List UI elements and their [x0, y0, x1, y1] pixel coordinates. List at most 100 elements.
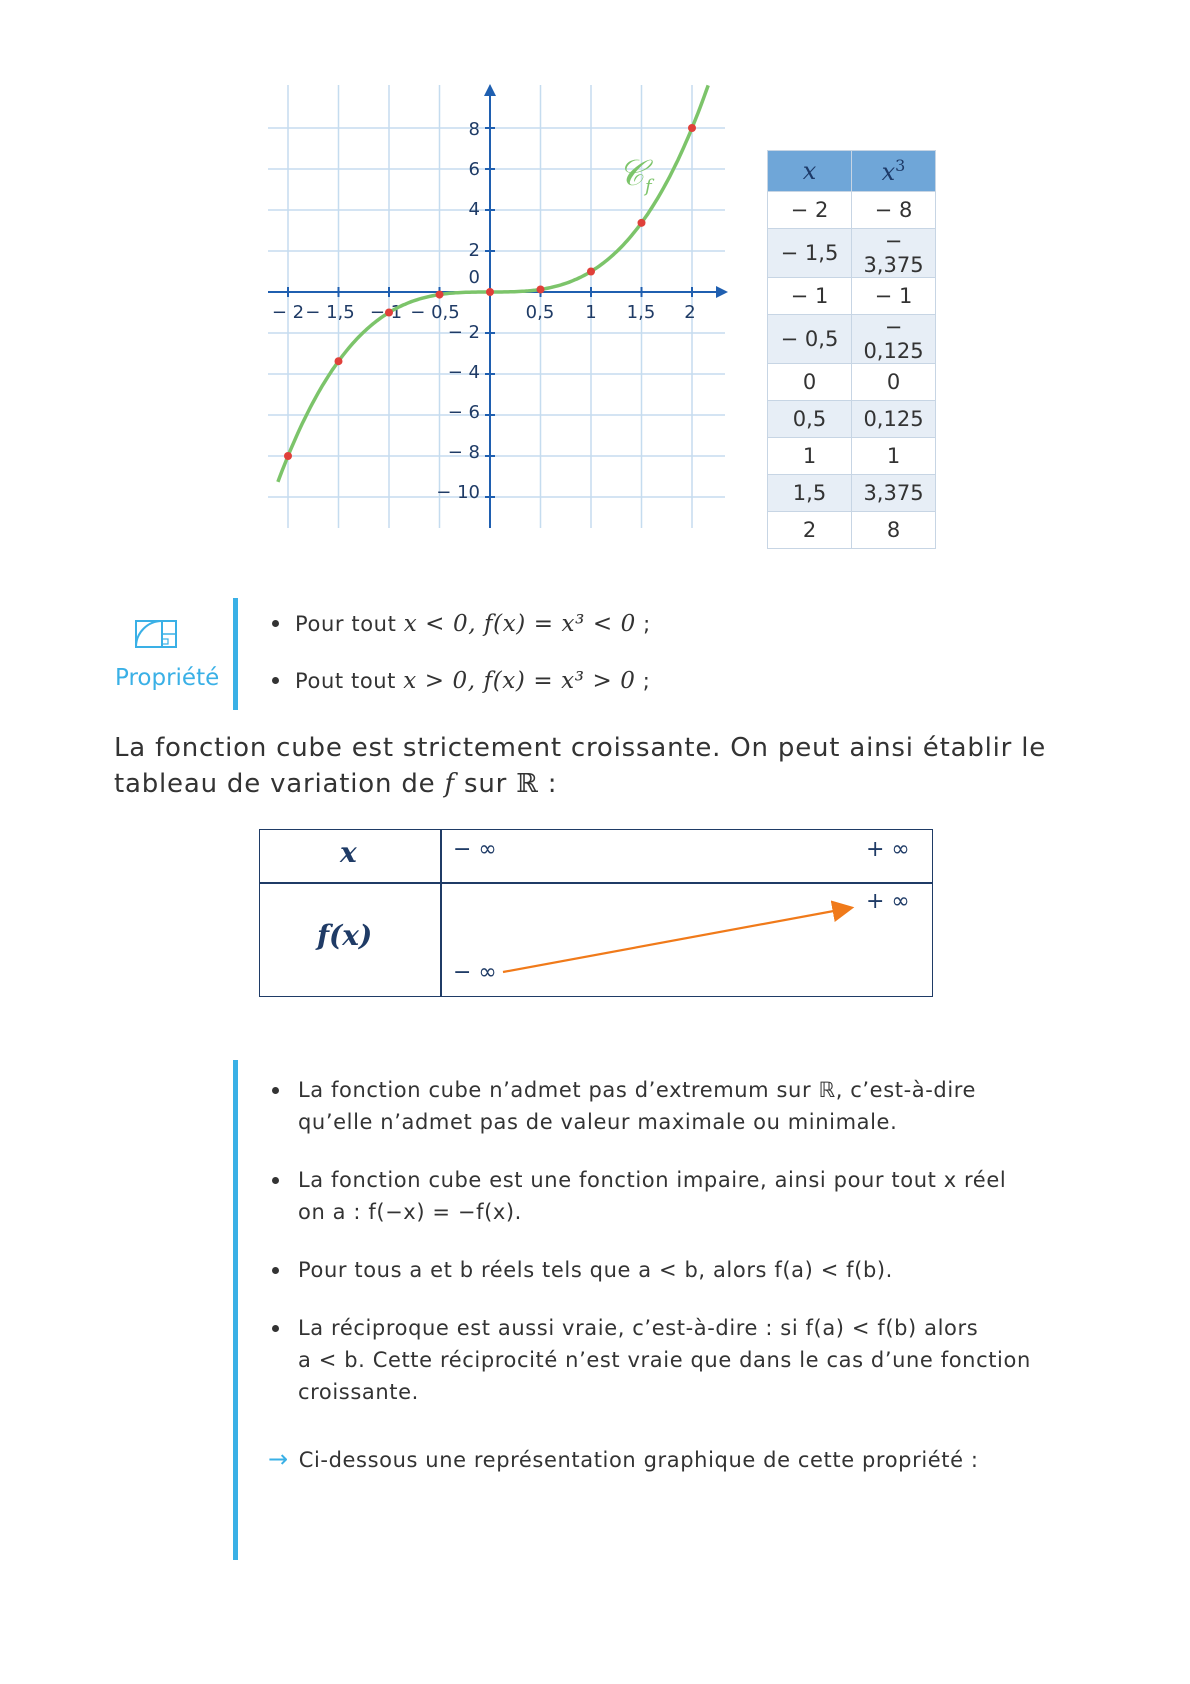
x-end-value: + ∞	[866, 837, 910, 862]
y-tick-label: 4	[469, 199, 480, 220]
remark-line: Pour tous a et b réels tels que a < b, a…	[272, 1254, 893, 1286]
x-tick-label: 1	[585, 302, 596, 323]
y-tick-label: 6	[469, 159, 480, 180]
values-table-row: − 1− 1	[767, 277, 936, 315]
y-tick-label: − 4	[448, 362, 480, 383]
cell-x: − 2	[767, 191, 852, 229]
y-tick-labels: 8 6 4 2 0 − 2 − 4 − 6 − 8 − 10	[436, 119, 480, 503]
data-point	[284, 452, 292, 460]
f-start-value: − ∞	[453, 960, 497, 985]
cell-x-cubed: 0	[851, 363, 936, 401]
remark-item: La fonction cube n’admet pas d’extremum …	[272, 1074, 976, 1138]
remark-line: on a : f(−x) = −f(x).	[298, 1200, 522, 1224]
values-table-header: x x3	[767, 150, 936, 192]
data-point	[486, 288, 494, 296]
data-point	[435, 290, 444, 299]
data-point	[688, 124, 696, 132]
remark-line: croissante.	[298, 1380, 419, 1404]
header-x: x	[767, 150, 852, 192]
cell-x-cubed: 0,125	[851, 400, 936, 438]
variation-row-fx-label: f(x)	[317, 919, 373, 952]
bullet-dot	[272, 619, 279, 627]
remark-line: La fonction cube n’admet pas d’extremum …	[272, 1074, 976, 1106]
property-bullet-2: Pout tout x > 0, f(x) = x³ > 0 ;	[272, 668, 650, 694]
remark-line: qu’elle n’admet pas de valeur maximale o…	[298, 1110, 898, 1134]
x-tick-label: 2	[684, 302, 695, 323]
remark-item: Pour tous a et b réels tels que a < b, a…	[272, 1254, 893, 1286]
bullet-dot	[272, 1087, 279, 1094]
data-point	[637, 218, 646, 227]
x-tick-label: − 0,5	[410, 302, 459, 323]
cell-x-cubed: − 8	[851, 191, 936, 229]
remark-item: La réciproque est aussi vraie, c’est-à-d…	[272, 1312, 1031, 1408]
bullet-dot	[272, 1267, 279, 1274]
remark-line: La fonction cube est une fonction impair…	[272, 1164, 1006, 1196]
x-tick-label: − 2	[272, 302, 304, 323]
property-label: Propriété	[115, 665, 220, 691]
y-tick-label: − 8	[448, 442, 480, 463]
increasing-arrow	[502, 900, 855, 974]
cell-x: 0	[767, 363, 852, 401]
cell-x-cubed: − 3,375	[851, 228, 936, 278]
values-table-row: − 2− 8	[767, 191, 936, 229]
cell-x: − 1,5	[767, 228, 852, 278]
variation-intro-paragraph: La fonction cube est strictement croissa…	[114, 730, 1094, 802]
variation-row-x-label: x	[340, 836, 357, 869]
cell-x-cubed: 1	[851, 437, 936, 475]
data-point	[334, 357, 343, 366]
graph-grid	[268, 85, 725, 528]
x-start-value: − ∞	[453, 837, 497, 862]
data-point	[536, 285, 545, 294]
bullet-dot	[272, 1325, 279, 1332]
y-tick-label: − 6	[448, 402, 480, 423]
y-tick-label: 0	[469, 267, 480, 288]
remark-line: a < b. Cette réciprocité n’est vraie que…	[298, 1348, 1031, 1372]
property-bullet-1: Pour tout x < 0, f(x) = x³ < 0 ;	[272, 611, 651, 637]
variation-table-col-divider	[440, 830, 442, 996]
remark-line: La réciproque est aussi vraie, c’est-à-d…	[272, 1312, 1031, 1344]
bullet-dot	[272, 676, 279, 684]
remarks-bar	[233, 1060, 238, 1560]
curve-label-subscript: f	[643, 176, 655, 197]
values-table-row: − 1,5− 3,375	[767, 228, 936, 278]
cell-x: 0,5	[767, 400, 852, 438]
data-point	[385, 308, 393, 317]
bullet-dot	[272, 1177, 279, 1184]
variation-table-row-divider	[260, 882, 932, 884]
cell-x-cubed: 8	[851, 511, 936, 549]
x-tick-label: 1,5	[627, 302, 656, 323]
remark-item: La fonction cube est une fonction impair…	[272, 1164, 1006, 1228]
cube-curve	[276, 84, 710, 483]
cell-x-cubed: − 0,125	[851, 314, 936, 364]
f-end-value: + ∞	[866, 889, 910, 914]
y-axis-arrowhead	[484, 84, 496, 96]
x-axis-arrowhead	[716, 286, 728, 298]
property-bar	[233, 598, 238, 710]
cell-x-cubed: − 1	[851, 277, 936, 315]
cell-x: − 0,5	[767, 314, 852, 364]
y-tick-label: − 10	[436, 482, 480, 503]
right-arrow-icon: →	[268, 1445, 289, 1473]
y-tick-label: 2	[469, 240, 480, 261]
header-x-cubed: x3	[851, 150, 936, 192]
x-tick-label: − 1,5	[305, 302, 354, 323]
y-tick-label: 8	[469, 119, 480, 140]
cell-x: 1	[767, 437, 852, 475]
cell-x: − 1	[767, 277, 852, 315]
paragraph-line-1: La fonction cube est strictement croissa…	[114, 733, 1047, 763]
data-points	[284, 124, 696, 460]
cell-x-cubed: 3,375	[851, 474, 936, 512]
y-tick-label: − 2	[448, 322, 480, 343]
x-tick-label: 0,5	[526, 302, 555, 323]
variation-table: x f(x) − ∞ + ∞ + ∞ − ∞	[259, 829, 933, 997]
cell-x: 2	[767, 511, 852, 549]
paragraph-line-2: tableau de variation de f sur ℝ :	[114, 769, 558, 799]
values-table: x x3 − 2− 8− 1,5− 3,375− 1− 1− 0,5− 0,12…	[767, 150, 936, 549]
